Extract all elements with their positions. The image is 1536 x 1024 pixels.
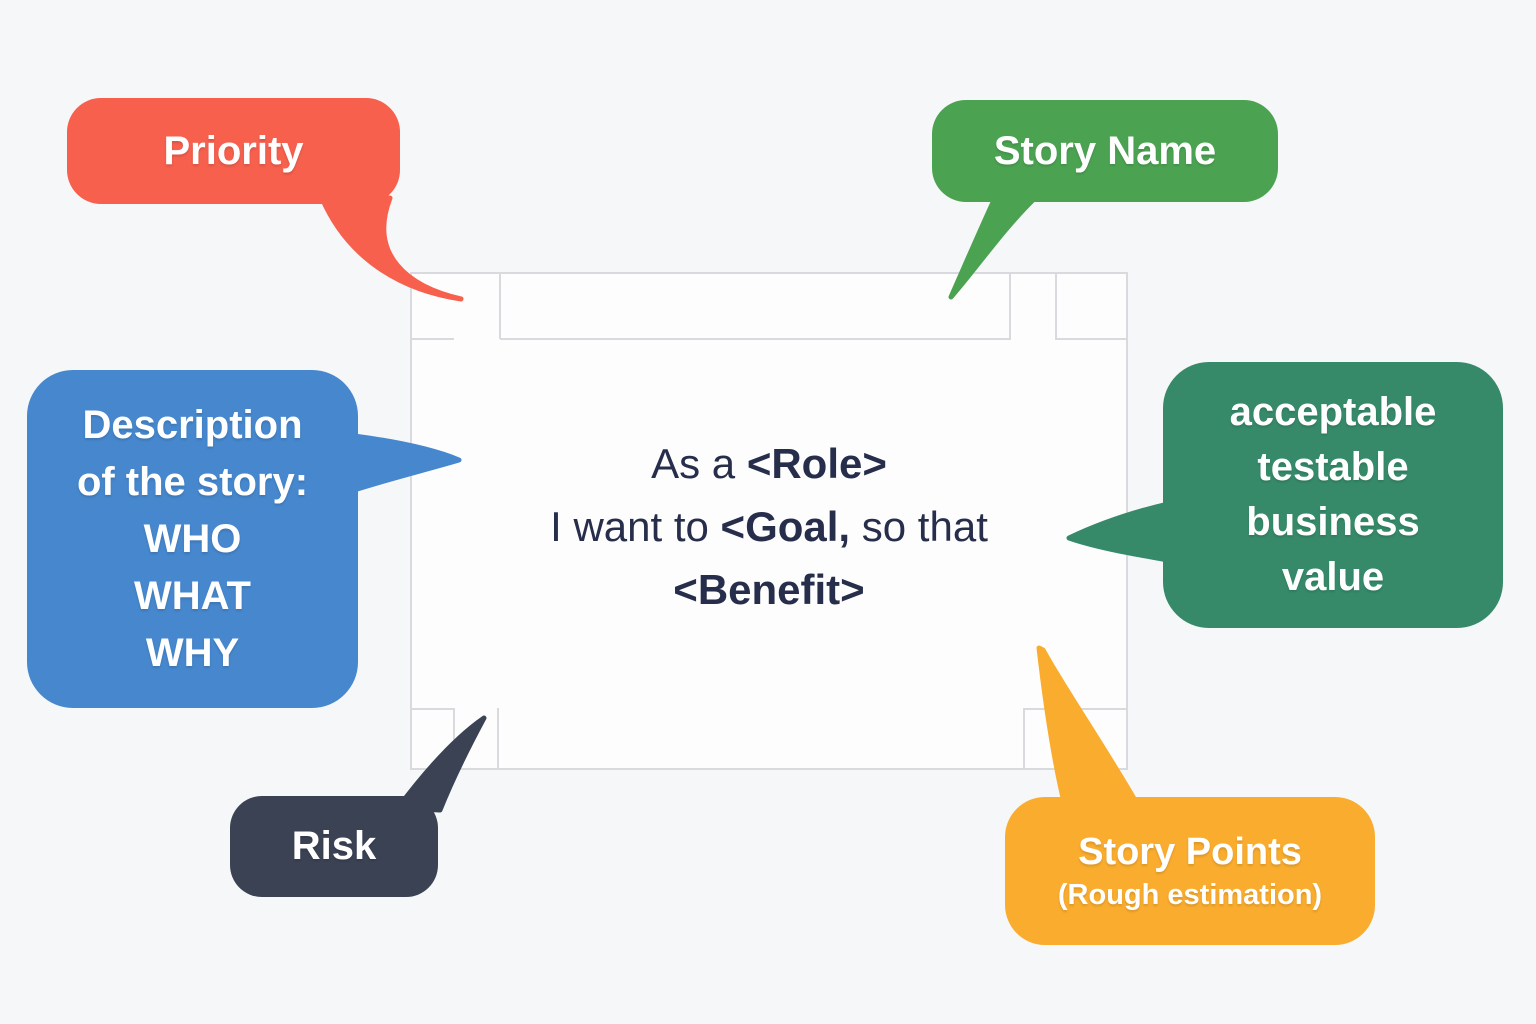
card-divider: [499, 272, 501, 339]
business-value-callout: acceptable testable business value: [1163, 362, 1503, 628]
card-divider: [1055, 272, 1057, 339]
story-points-callout-sublabel: (Rough estimation): [1057, 879, 1323, 911]
user-story-card: [410, 272, 1128, 770]
description-callout-line: Description: [82, 402, 303, 447]
story-name-callout-label: Story Name: [993, 128, 1217, 173]
description-callout-line: WHAT: [134, 573, 251, 618]
template-text: so that: [850, 503, 988, 550]
card-divider: [410, 338, 454, 340]
description-callout-line: WHO: [143, 516, 242, 561]
description-callout-line: of the story:: [76, 459, 309, 504]
story-points-callout-label: Story Points: [1078, 831, 1302, 873]
story-template-text: As a <Role> I want to <Goal, so that <Be…: [410, 432, 1128, 621]
template-placeholder-role: <Role>: [746, 440, 887, 487]
business-value-callout-line: acceptable: [1229, 390, 1437, 434]
template-placeholder-benefit: <Benefit>: [673, 566, 865, 613]
story-template-line-2: I want to <Goal, so that: [410, 495, 1128, 558]
card-divider: [1009, 272, 1011, 339]
card-divider: [1023, 708, 1025, 770]
business-value-callout-line: testable: [1257, 445, 1409, 489]
template-placeholder-goal: <Goal,: [720, 503, 851, 550]
description-callout: Description of the story: WHO WHAT WHY: [27, 370, 358, 708]
card-divider: [1023, 708, 1128, 710]
card-divider: [497, 708, 499, 770]
card-divider: [453, 708, 455, 770]
card-header-bottom-line: [500, 338, 1011, 340]
card-divider: [1077, 708, 1079, 770]
priority-callout-label: Priority: [163, 128, 304, 173]
risk-callout: Risk: [230, 796, 438, 897]
risk-callout-label: Risk: [291, 824, 377, 868]
business-value-callout-line: business: [1246, 500, 1420, 544]
priority-callout: Priority: [67, 98, 400, 204]
story-points-callout: Story Points (Rough estimation): [1005, 797, 1375, 945]
card-divider: [410, 708, 455, 710]
template-text: As a: [651, 440, 747, 487]
card-divider: [1055, 338, 1128, 340]
story-name-callout: Story Name: [932, 100, 1278, 202]
template-text: I want to: [550, 503, 721, 550]
story-template-line-3: <Benefit>: [410, 558, 1128, 621]
business-value-callout-line: value: [1281, 555, 1385, 599]
description-callout-line: WHY: [145, 630, 240, 675]
story-template-line-1: As a <Role>: [410, 432, 1128, 495]
